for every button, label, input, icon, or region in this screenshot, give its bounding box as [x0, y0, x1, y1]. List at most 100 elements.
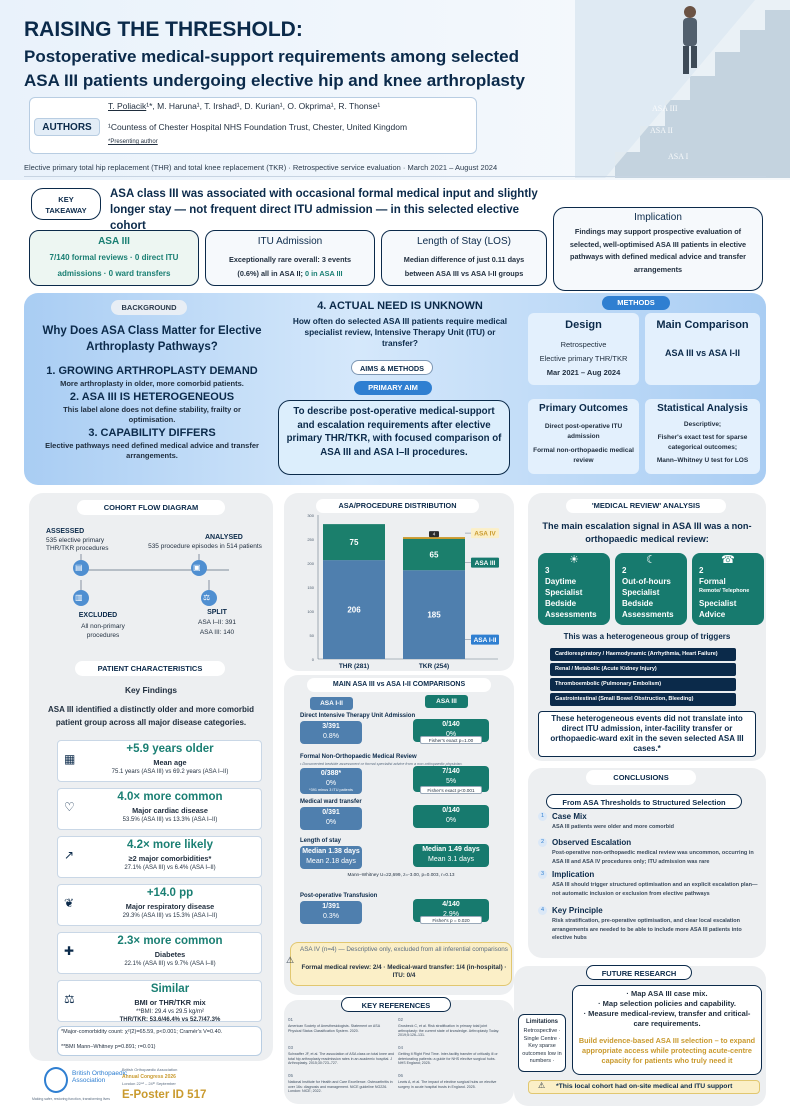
stats-title: Statistical Analysis	[657, 403, 748, 414]
bar-segment	[403, 537, 465, 539]
analysed-text: 535 procedure episodes in 514 patients	[148, 543, 262, 550]
author-list: ¹*, M. Haruna¹, T. Irshad¹, D. Kurian¹, …	[146, 101, 381, 111]
legend-tag	[471, 634, 499, 645]
y-tick-label: 150	[307, 585, 314, 590]
phone-icon: ☎	[721, 554, 735, 566]
chart-title: ASA/PROCEDURE DISTRIBUTION	[316, 499, 479, 513]
bar-value-label: 75	[350, 538, 359, 547]
comparisons-label: MAIN ASA III vs ASA I-II COMPARISONS	[307, 678, 491, 692]
medical-review-line: Bedside	[545, 599, 577, 608]
divider	[24, 176, 766, 177]
comparison-row-title: Medical ward transfer	[300, 799, 362, 805]
trash-icon: ▥	[75, 593, 83, 602]
conclusion-head: Implication	[552, 870, 595, 879]
comparison-stat: Fisher's exact p=1.00	[420, 736, 482, 744]
medical-review-line: Bedside	[622, 599, 654, 608]
comparison-row-title: Length of stay	[300, 838, 342, 844]
asa-iii-value-1: 4/140	[442, 901, 460, 908]
y-tick-label: 250	[307, 537, 314, 542]
need-text: How often do selected ASA III patients r…	[292, 316, 508, 348]
comparison-card	[645, 313, 760, 385]
patient-item-detail: **BMI: 29.4 vs 29.5 kg/m²	[135, 1009, 205, 1015]
author-lead: T. Poliacik	[108, 101, 147, 111]
bar-value-tag	[429, 531, 439, 538]
lungs-icon: ❦	[64, 896, 75, 910]
stair-label-asa-ii: ASA II	[650, 126, 673, 135]
conclusion-text: ASA III should trigger structured optimi…	[552, 882, 758, 897]
metric-itu-line2b: 0 in ASA III	[305, 269, 343, 278]
medical-review-line: Assessments	[622, 610, 674, 619]
legend-label: ASA III	[475, 560, 496, 567]
reference-number: 05	[288, 1073, 294, 1078]
summary-text: These heterogeneous events did not trans…	[550, 714, 744, 753]
asa-iii-value-2: 5%	[445, 778, 457, 785]
patients-footnote-2: **BMI Mann–Whitney p=0.891; r=0.01)	[61, 1044, 156, 1050]
conclusion-number: 1	[538, 812, 547, 821]
trigger-item: Gastrointestinal (Small Bowel Obstructio…	[550, 693, 736, 706]
stairs-illustration	[575, 0, 790, 178]
metric-card-asa-iii	[29, 230, 199, 286]
medical-review-label: 'MEDICAL REVIEW' ANALYSIS	[566, 499, 726, 513]
patient-item-big: +14.0 pp	[146, 887, 194, 899]
y-tick-label: 100	[307, 609, 314, 614]
comparisons-col2: ASA III	[425, 695, 468, 708]
bar-segment	[323, 560, 385, 659]
patient-item-card	[57, 836, 262, 878]
medical-review-line: Remote/ Telephone	[699, 588, 750, 594]
asa-iii-value-2: 0%	[445, 817, 457, 824]
limitations-box	[518, 1014, 566, 1072]
reference-number: 06	[398, 1073, 404, 1078]
asa-iii-value-box	[413, 844, 489, 867]
asa-i-ii-value-1: 3/391	[322, 723, 340, 730]
patient-item-detail: 22.1% (ASA III) vs 9.7% (ASA I–II)	[124, 961, 216, 967]
background-point-3-head: 3. CAPABILITY DIFFERS	[88, 427, 216, 439]
patient-item-card	[57, 788, 262, 830]
methods-label: METHODS	[602, 296, 670, 310]
presenting-author: *Presenting author	[108, 139, 158, 145]
cohort-label: COHORT FLOW DIAGRAM	[77, 500, 225, 515]
conclusion-head: Observed Escalation	[552, 838, 632, 847]
legend-tag	[471, 557, 499, 568]
patient-item-detail: 75.1 years (ASA III) vs 69.2 years (ASA …	[111, 769, 229, 775]
medical-review-box	[615, 553, 687, 625]
boa-tagline: Making safer, restoring function, transf…	[32, 1097, 111, 1101]
medical-review-line: Specialist	[622, 588, 660, 597]
asa-i-ii-value-box	[300, 846, 362, 869]
medical-review-line: Formal	[699, 577, 726, 586]
medical-review-heading: The main escalation signal in ASA III wa…	[542, 521, 752, 544]
asa-i-ii-value-box	[300, 721, 362, 744]
title-line-3: ASA III patients undergoing elective hip…	[24, 71, 525, 90]
design-line-2: Elective primary THR/TKR	[539, 354, 628, 363]
x-tick-label: TKR (254)	[419, 663, 449, 670]
reference-number: 02	[398, 1017, 404, 1022]
trigger-item: Renal / Metabolic (Acute Kidney Injury)	[550, 663, 736, 676]
medical-review-box	[692, 553, 764, 625]
reference-text: Lewis A, et al. The impact of elective s…	[398, 1080, 497, 1089]
eposter-id: E-Poster ID 517	[122, 1089, 207, 1101]
stair-label-asa-iii: ASA III	[652, 104, 678, 113]
patient-item-big: 4.0× more common	[117, 791, 223, 803]
background-point-1-head: 1. GROWING ARTHROPLASTY DEMAND	[46, 365, 258, 377]
asa4-box	[290, 942, 512, 986]
y-tick-label: 0	[312, 657, 315, 662]
patient-item-sub: BMI or THR/TKR mix	[134, 998, 206, 1007]
reference-text: Getting It Right First Time. Inter-facil…	[398, 1052, 498, 1065]
comparison-stat: Fisher's p = 0.020	[420, 916, 482, 924]
trigger-item: Thromboembolic (Pulmonary Embolism)	[550, 678, 736, 691]
bar-value-label: 65	[430, 551, 439, 560]
comparison-row-title: Formal Non-Orthopaedic Medical Review	[300, 754, 417, 760]
background-point-3-text: Elective pathways need defined medical a…	[45, 441, 259, 460]
design-title: Design	[565, 319, 602, 331]
patient-item-card	[57, 740, 262, 782]
clipboard-icon: ▤	[75, 563, 83, 572]
sun-icon: ☀	[569, 554, 579, 566]
conclusion-text: Risk stratification, pre-operative optim…	[552, 918, 742, 941]
reference-number: 04	[398, 1045, 404, 1050]
conclusions-sub: From ASA Thresholds to Structured Select…	[546, 794, 742, 809]
background-point-2-text: This label alone does not define stabili…	[63, 405, 241, 424]
conclusion-number: 3	[538, 870, 547, 879]
metric-card-los	[381, 230, 547, 286]
bar-segment	[403, 570, 465, 659]
patients-intro: ASA III identified a distinctly older an…	[48, 705, 254, 727]
